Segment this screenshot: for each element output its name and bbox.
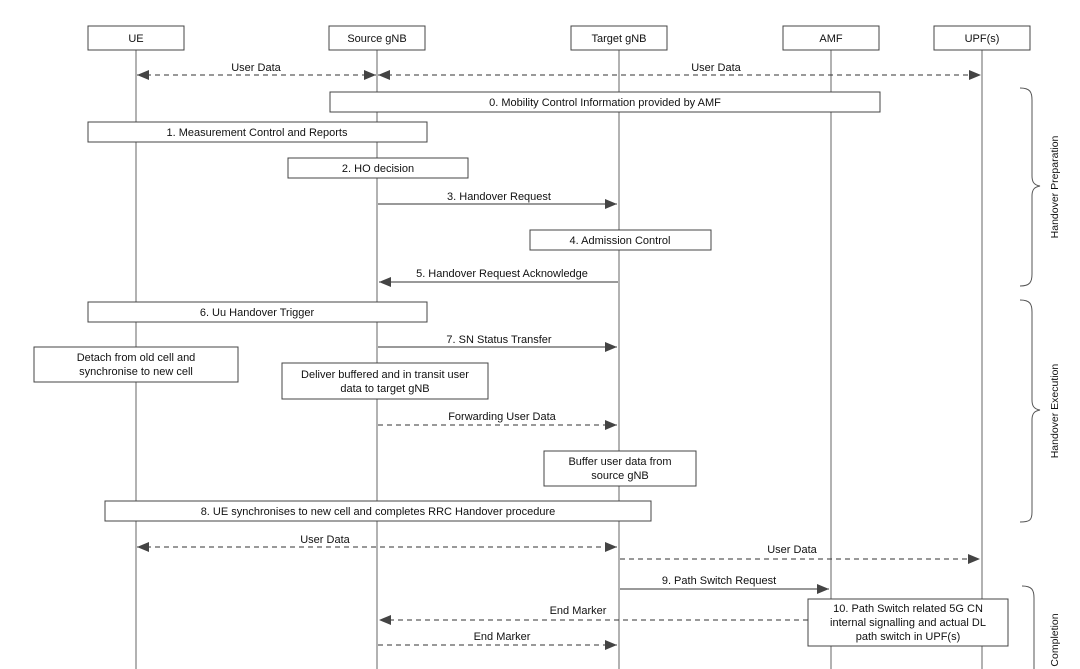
user-data-label-3: User Data xyxy=(300,534,350,546)
step-5-label: 5. Handover Request Acknowledge xyxy=(416,268,588,280)
detach-box: Detach from old cell and synchronise to … xyxy=(33,346,239,383)
step-10-label-line3: path switch in UPF(s) xyxy=(856,631,961,643)
step-8-box: 8. UE synchronises to new cell and compl… xyxy=(104,500,652,522)
entity-amf: AMF xyxy=(782,25,880,51)
entity-ue-label: UE xyxy=(128,33,143,45)
phase-execution-label: Handover Execution xyxy=(1049,364,1061,459)
step-2-label: 2. HO decision xyxy=(342,163,414,175)
completion-brace xyxy=(1021,585,1035,669)
entity-upf-label: UPF(s) xyxy=(965,33,1000,45)
entity-upf: UPF(s) xyxy=(933,25,1031,51)
entity-target-gnb-label: Target gNB xyxy=(591,33,646,45)
step-9-label: 9. Path Switch Request xyxy=(662,575,776,587)
step-7-label: 7. SN Status Transfer xyxy=(446,334,551,346)
entity-amf-label: AMF xyxy=(819,33,843,45)
step-4-box: 4. Admission Control xyxy=(529,229,712,251)
detach-label-line1: Detach from old cell and xyxy=(77,352,196,364)
buffer-label-line1: Buffer user data from xyxy=(568,456,671,468)
buffer-box: Buffer user data from source gNB xyxy=(543,450,697,487)
step-10-label-line1: 10. Path Switch related 5G CN xyxy=(833,603,983,615)
step-3-label: 3. Handover Request xyxy=(447,191,551,203)
entity-target-gnb: Target gNB xyxy=(570,25,668,51)
step-10-label-line2: internal signalling and actual DL xyxy=(830,617,986,629)
entity-ue: UE xyxy=(87,25,185,51)
step-2-box: 2. HO decision xyxy=(287,157,469,179)
end-marker-label-2: End Marker xyxy=(474,631,531,643)
entity-source-gnb-label: Source gNB xyxy=(347,33,406,45)
step-1-box: 1. Measurement Control and Reports xyxy=(87,121,428,143)
step-10-box: 10. Path Switch related 5G CN internal s… xyxy=(807,598,1009,647)
user-data-label-2: User Data xyxy=(691,62,741,74)
deliver-label-line2: data to target gNB xyxy=(340,383,429,395)
step-0-label: 0. Mobility Control Information provided… xyxy=(489,97,721,109)
step-6-label: 6. Uu Handover Trigger xyxy=(200,307,315,319)
detach-label-line2: synchronise to new cell xyxy=(79,366,193,378)
deliver-box: Deliver buffered and in transit user dat… xyxy=(281,362,489,400)
end-marker-label-1: End Marker xyxy=(550,605,607,617)
forwarding-label: Forwarding User Data xyxy=(448,411,556,423)
step-4-label: 4. Admission Control xyxy=(570,235,671,247)
buffer-label-line2: source gNB xyxy=(591,470,648,482)
step-6-box: 6. Uu Handover Trigger xyxy=(87,301,428,323)
step-0-box: 0. Mobility Control Information provided… xyxy=(329,91,881,113)
phase-completion-label: Completion xyxy=(1049,613,1061,666)
preparation-brace xyxy=(1019,87,1041,287)
entity-source-gnb: Source gNB xyxy=(328,25,426,51)
step-1-label: 1. Measurement Control and Reports xyxy=(167,127,348,139)
user-data-label-4: User Data xyxy=(767,544,817,556)
user-data-label-1: User Data xyxy=(231,62,281,74)
step-8-label: 8. UE synchronises to new cell and compl… xyxy=(201,506,556,518)
execution-brace xyxy=(1019,299,1041,523)
phase-preparation-label: Handover Preparation xyxy=(1049,135,1061,238)
deliver-label-line1: Deliver buffered and in transit user xyxy=(301,369,469,381)
